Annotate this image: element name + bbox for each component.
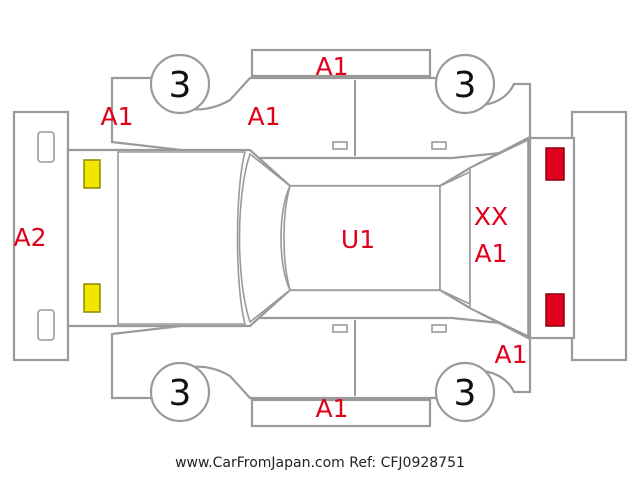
left-taillight — [545, 147, 565, 181]
label-rear-panel-code1: XX — [474, 202, 508, 231]
label-right-doors: A1 — [315, 394, 348, 423]
windshield — [238, 152, 292, 324]
label-right-rear-fender: A1 — [494, 340, 527, 369]
svg-text:3: 3 — [169, 65, 192, 106]
left-front-handle — [332, 141, 348, 150]
wheel-rear-left: 3 — [434, 53, 496, 115]
label-roof: U1 — [341, 225, 375, 254]
svg-text:3: 3 — [169, 373, 192, 414]
left-rear-handle — [431, 141, 447, 150]
front-bumper-left-notch — [37, 131, 55, 163]
right-rear-handle — [431, 324, 447, 333]
label-front-bumper: A2 — [13, 223, 46, 252]
label-rear-panel-code2: A1 — [474, 239, 507, 268]
rear-bumper — [570, 110, 628, 362]
label-left-front-fender: A1 — [100, 102, 133, 131]
svg-text:3: 3 — [454, 65, 477, 106]
front-bumper — [12, 110, 70, 362]
svg-text:3: 3 — [454, 373, 477, 414]
right-roof-rail — [250, 398, 432, 428]
wheel-rear-right: 3 — [434, 361, 496, 423]
hood — [117, 151, 247, 325]
tailgate — [469, 138, 529, 338]
wheel-front-left: 3 — [149, 53, 211, 115]
left-headlight — [83, 159, 101, 189]
right-front-handle — [332, 324, 348, 333]
roof-panel — [283, 185, 441, 291]
right-headlight — [83, 283, 101, 313]
front-bumper-right-notch — [37, 309, 55, 341]
wheel-front-right: 3 — [149, 361, 211, 423]
left-roof-rail — [250, 48, 432, 78]
caption-text: www.CarFromJapan.com Ref: CFJ0928751 — [175, 455, 465, 471]
rear-window — [439, 170, 471, 306]
label-left-doors: A1 — [315, 52, 348, 81]
right-taillight — [545, 293, 565, 327]
label-left-front-door: A1 — [247, 102, 280, 131]
